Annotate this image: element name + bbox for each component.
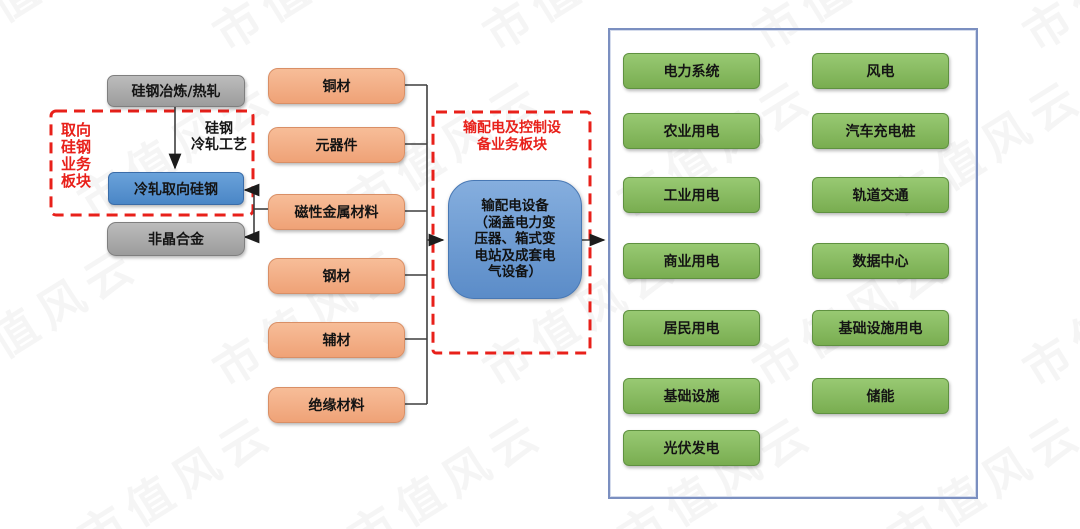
oriented-silicon-segment-outline — [49, 109, 255, 217]
node-app-industrial-power: 工业用电 — [623, 177, 760, 213]
node-material-auxiliary: 辅材 — [268, 322, 405, 358]
node-material-components: 元器件 — [268, 127, 405, 163]
process-label: 硅钢 冷轧工艺 — [191, 121, 247, 153]
node-app-wind-power: 风电 — [812, 53, 949, 89]
node-transmission-equipment: 输配电设备 （涵盖电力变 压器、箱式变 电站及成套电 气设备） — [448, 180, 582, 299]
node-app-infrastructure: 基础设施 — [623, 378, 760, 414]
node-app-power-system: 电力系统 — [623, 53, 760, 89]
node-app-residential-power: 居民用电 — [623, 310, 760, 346]
node-app-infrastructure-power: 基础设施用电 — [812, 310, 949, 346]
node-material-steel: 钢材 — [268, 258, 405, 294]
node-silicon-smelting: 硅钢冶炼/热轧 — [107, 75, 245, 107]
transmission-segment-label: 输配电及控制设 备业务板块 — [463, 120, 561, 153]
node-material-copper: 铜材 — [268, 68, 405, 104]
node-cold-rolled-oriented-silicon-steel: 冷轧取向硅钢 — [108, 172, 244, 205]
node-material-magnetic-metal: 磁性金属材料 — [268, 194, 405, 230]
node-app-data-center: 数据中心 — [812, 243, 949, 279]
node-app-commercial-power: 商业用电 — [623, 243, 760, 279]
node-amorphous-alloy: 非晶合金 — [107, 222, 245, 256]
node-app-rail-transit: 轨道交通 — [812, 177, 949, 213]
applications-panel — [608, 28, 978, 499]
node-app-photovoltaic: 光伏发电 — [623, 430, 760, 466]
flow-arrows — [168, 84, 606, 405]
transmission-segment-outline — [431, 110, 592, 355]
node-app-agricultural-power: 农业用电 — [623, 113, 760, 149]
node-app-energy-storage: 储能 — [812, 378, 949, 414]
oriented-silicon-segment-label: 取向 硅钢 业务 板块 — [60, 121, 91, 190]
node-material-insulation: 绝缘材料 — [268, 387, 405, 423]
node-app-ev-charging: 汽车充电桩 — [812, 113, 949, 149]
